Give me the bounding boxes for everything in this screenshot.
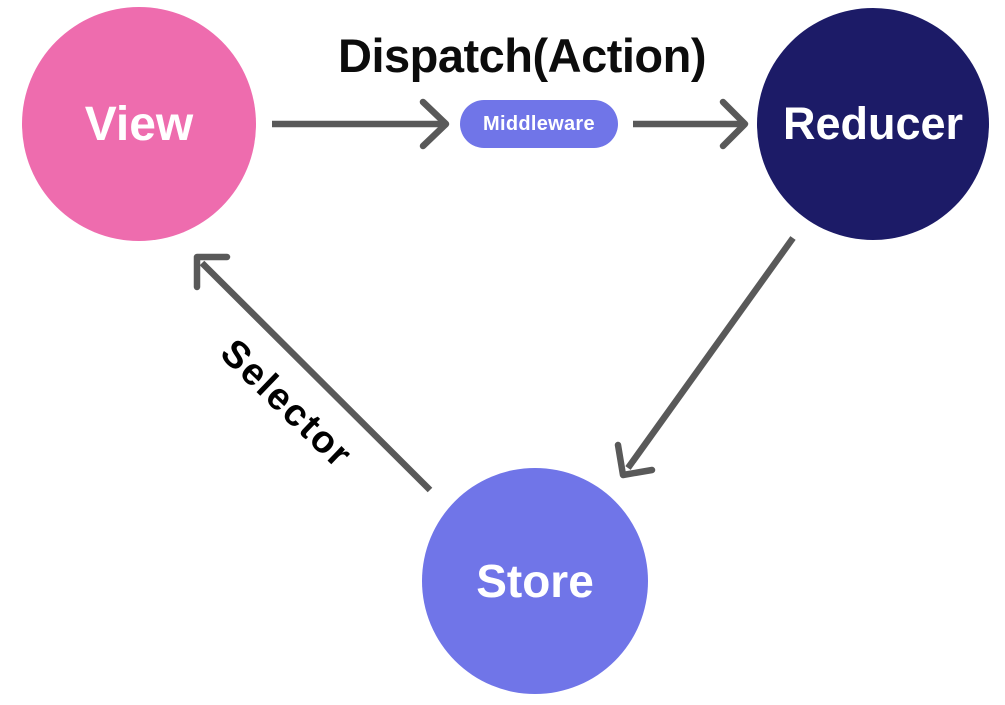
node-middleware: Middleware <box>460 100 618 148</box>
node-store-label: Store <box>476 555 594 607</box>
node-view: View <box>22 7 256 241</box>
node-view-label: View <box>84 97 194 151</box>
arrow-store-to-view <box>193 253 433 493</box>
node-store: Store <box>422 468 648 694</box>
node-reducer: Reducer <box>757 8 989 240</box>
node-reducer-label: Reducer <box>782 98 964 149</box>
arrow-middleware-to-reducer <box>633 98 749 150</box>
node-middleware-label: Middleware <box>483 112 595 135</box>
dispatch-action-title: Dispatch(Action) <box>338 29 707 82</box>
arrow-view-to-middleware <box>272 98 450 150</box>
arrow-reducer-to-store <box>614 236 796 479</box>
